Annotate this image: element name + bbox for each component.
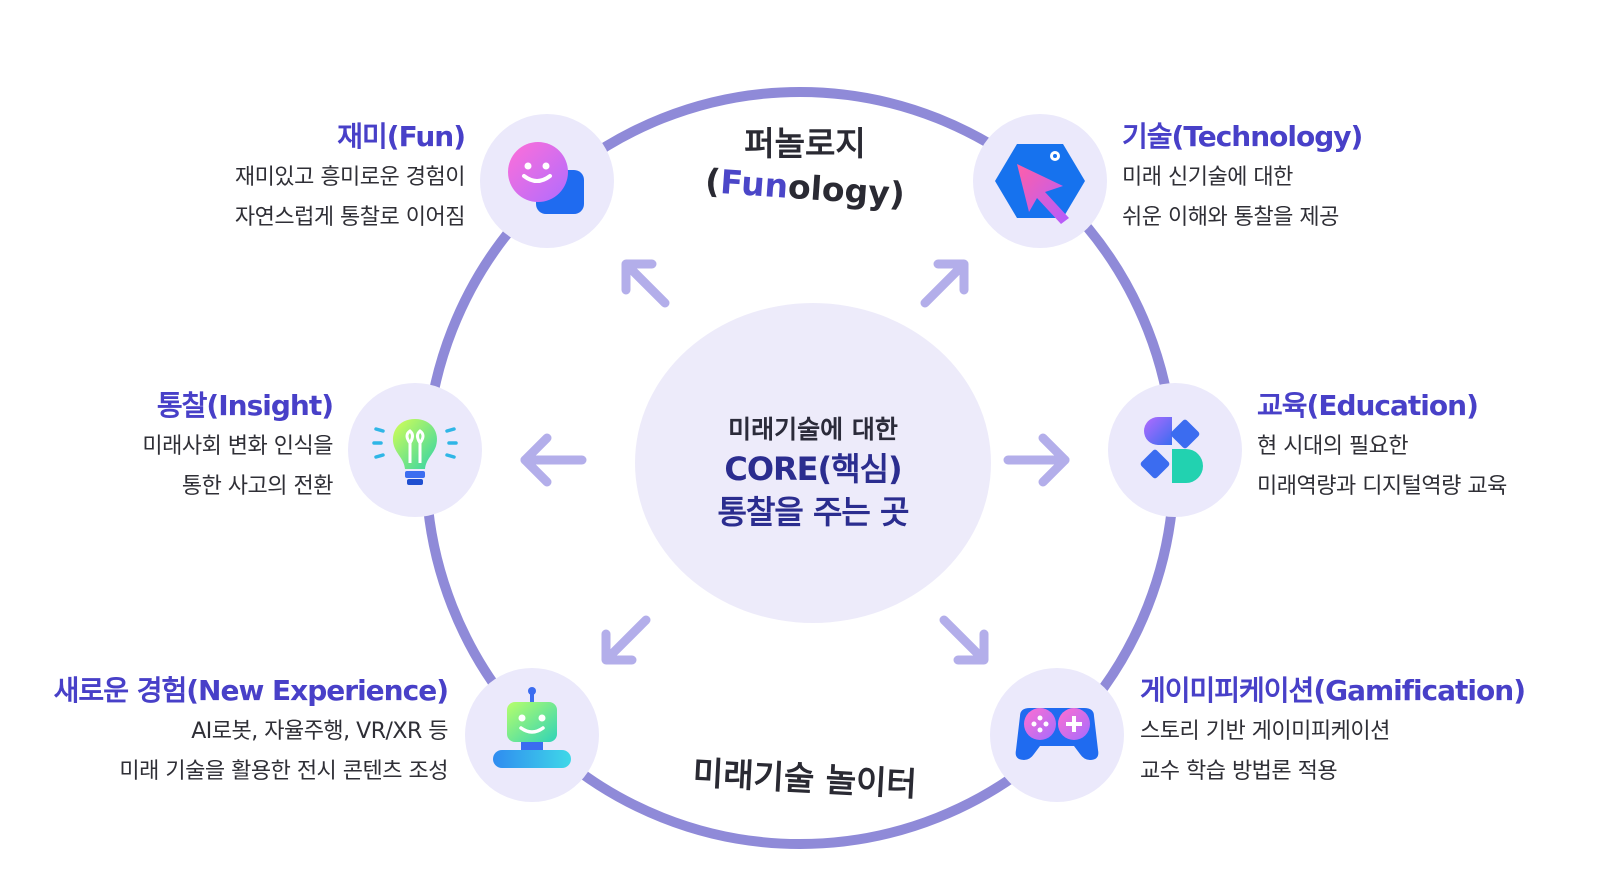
label-gamification: 게이미피케이션(Gamification) 스토리 기반 게이미피케이션 교수 …: [1140, 670, 1580, 792]
arc-top-subtitle: (Funology): [699, 159, 912, 218]
label-fun-line-1: 재미있고 흥미로운 경험이: [234, 165, 466, 190]
label-gamification-title: 게이미피케이션(Gamification): [1140, 674, 1526, 707]
node-education: [1108, 383, 1242, 517]
node-fun: [480, 114, 614, 248]
label-education: 교육(Education) 현 시대의 필요한 미래역량과 디지털역량 교육: [1257, 385, 1587, 507]
center-line-1: 미래기술에 대한: [728, 415, 898, 444]
arrow-up-left-icon: [621, 259, 670, 308]
label-technology-line-1: 미래 신기술에 대한: [1122, 165, 1293, 190]
arrow-up-right-icon: [920, 259, 969, 308]
center-circle: [635, 303, 991, 623]
center-line-3: 통찰을 주는 곳: [717, 493, 910, 531]
smiley-chat-icon: [508, 142, 584, 214]
label-gamification-line-2: 교수 학습 방법론 적용: [1140, 759, 1338, 784]
node-experience: [465, 668, 599, 802]
shapes-icon: [1140, 417, 1203, 483]
arc-top-title: 퍼놀로지: [744, 124, 866, 163]
label-experience: 새로운 경험(New Experience) AI로봇, 자율주행, VR/XR…: [20, 670, 449, 792]
label-experience-line-1: AI로봇, 자율주행, VR/XR 등: [191, 719, 448, 744]
label-technology-title: 기술(Technology): [1122, 120, 1363, 153]
label-education-line-1: 현 시대의 필요한: [1257, 434, 1409, 459]
center-text: 미래기술에 대한 CORE(핵심) 통찰을 주는 곳: [635, 412, 991, 534]
label-insight-title: 통찰(Insight): [156, 389, 334, 422]
arrow-down-right-icon: [939, 615, 989, 665]
node-insight: [348, 383, 482, 517]
cursor-hexagon-icon: [995, 144, 1085, 224]
label-fun-line-2: 자연스럽게 통찰로 이어짐: [234, 205, 466, 230]
arc-top-highlight: Fun: [719, 162, 790, 206]
label-technology-line-2: 쉬운 이해와 통찰을 제공: [1122, 205, 1339, 230]
arrow-down-left-icon: [601, 615, 651, 665]
node-technology: [973, 114, 1107, 248]
label-insight: 통찰(Insight) 미래사회 변화 인식을 통한 사고의 전환: [60, 385, 334, 507]
lightbulb-icon: [372, 419, 458, 485]
gamepad-icon: [1015, 708, 1099, 760]
label-experience-line-2: 미래 기술을 활용한 전시 콘텐츠 조성: [119, 759, 448, 784]
arc-text-top: 퍼놀로지 (Funology): [700, 122, 910, 214]
label-experience-title: 새로운 경험(New Experience): [53, 674, 449, 707]
label-fun: 재미(Fun) 재미있고 흥미로운 경험이 자연스럽게 통찰로 이어짐: [160, 116, 466, 238]
center-line-2: CORE(핵심): [724, 450, 902, 488]
node-gamification: [990, 668, 1124, 802]
label-technology: 기술(Technology) 미래 신기술에 대한 쉬운 이해와 통찰을 제공: [1122, 116, 1442, 238]
arrow-left-icon: [520, 433, 587, 487]
label-insight-line-1: 미래사회 변화 인식을: [142, 434, 333, 459]
arc-top-rest: ology): [786, 166, 907, 214]
arrow-right-icon: [1003, 433, 1070, 487]
label-insight-line-2: 통한 사고의 전환: [181, 474, 334, 499]
robot-icon: [493, 687, 571, 768]
label-education-line-2: 미래역량과 디지털역량 교육: [1257, 474, 1507, 499]
label-fun-title: 재미(Fun): [337, 120, 466, 153]
label-education-title: 교육(Education): [1257, 389, 1479, 422]
label-gamification-line-1: 스토리 기반 게이미피케이션: [1140, 719, 1390, 744]
